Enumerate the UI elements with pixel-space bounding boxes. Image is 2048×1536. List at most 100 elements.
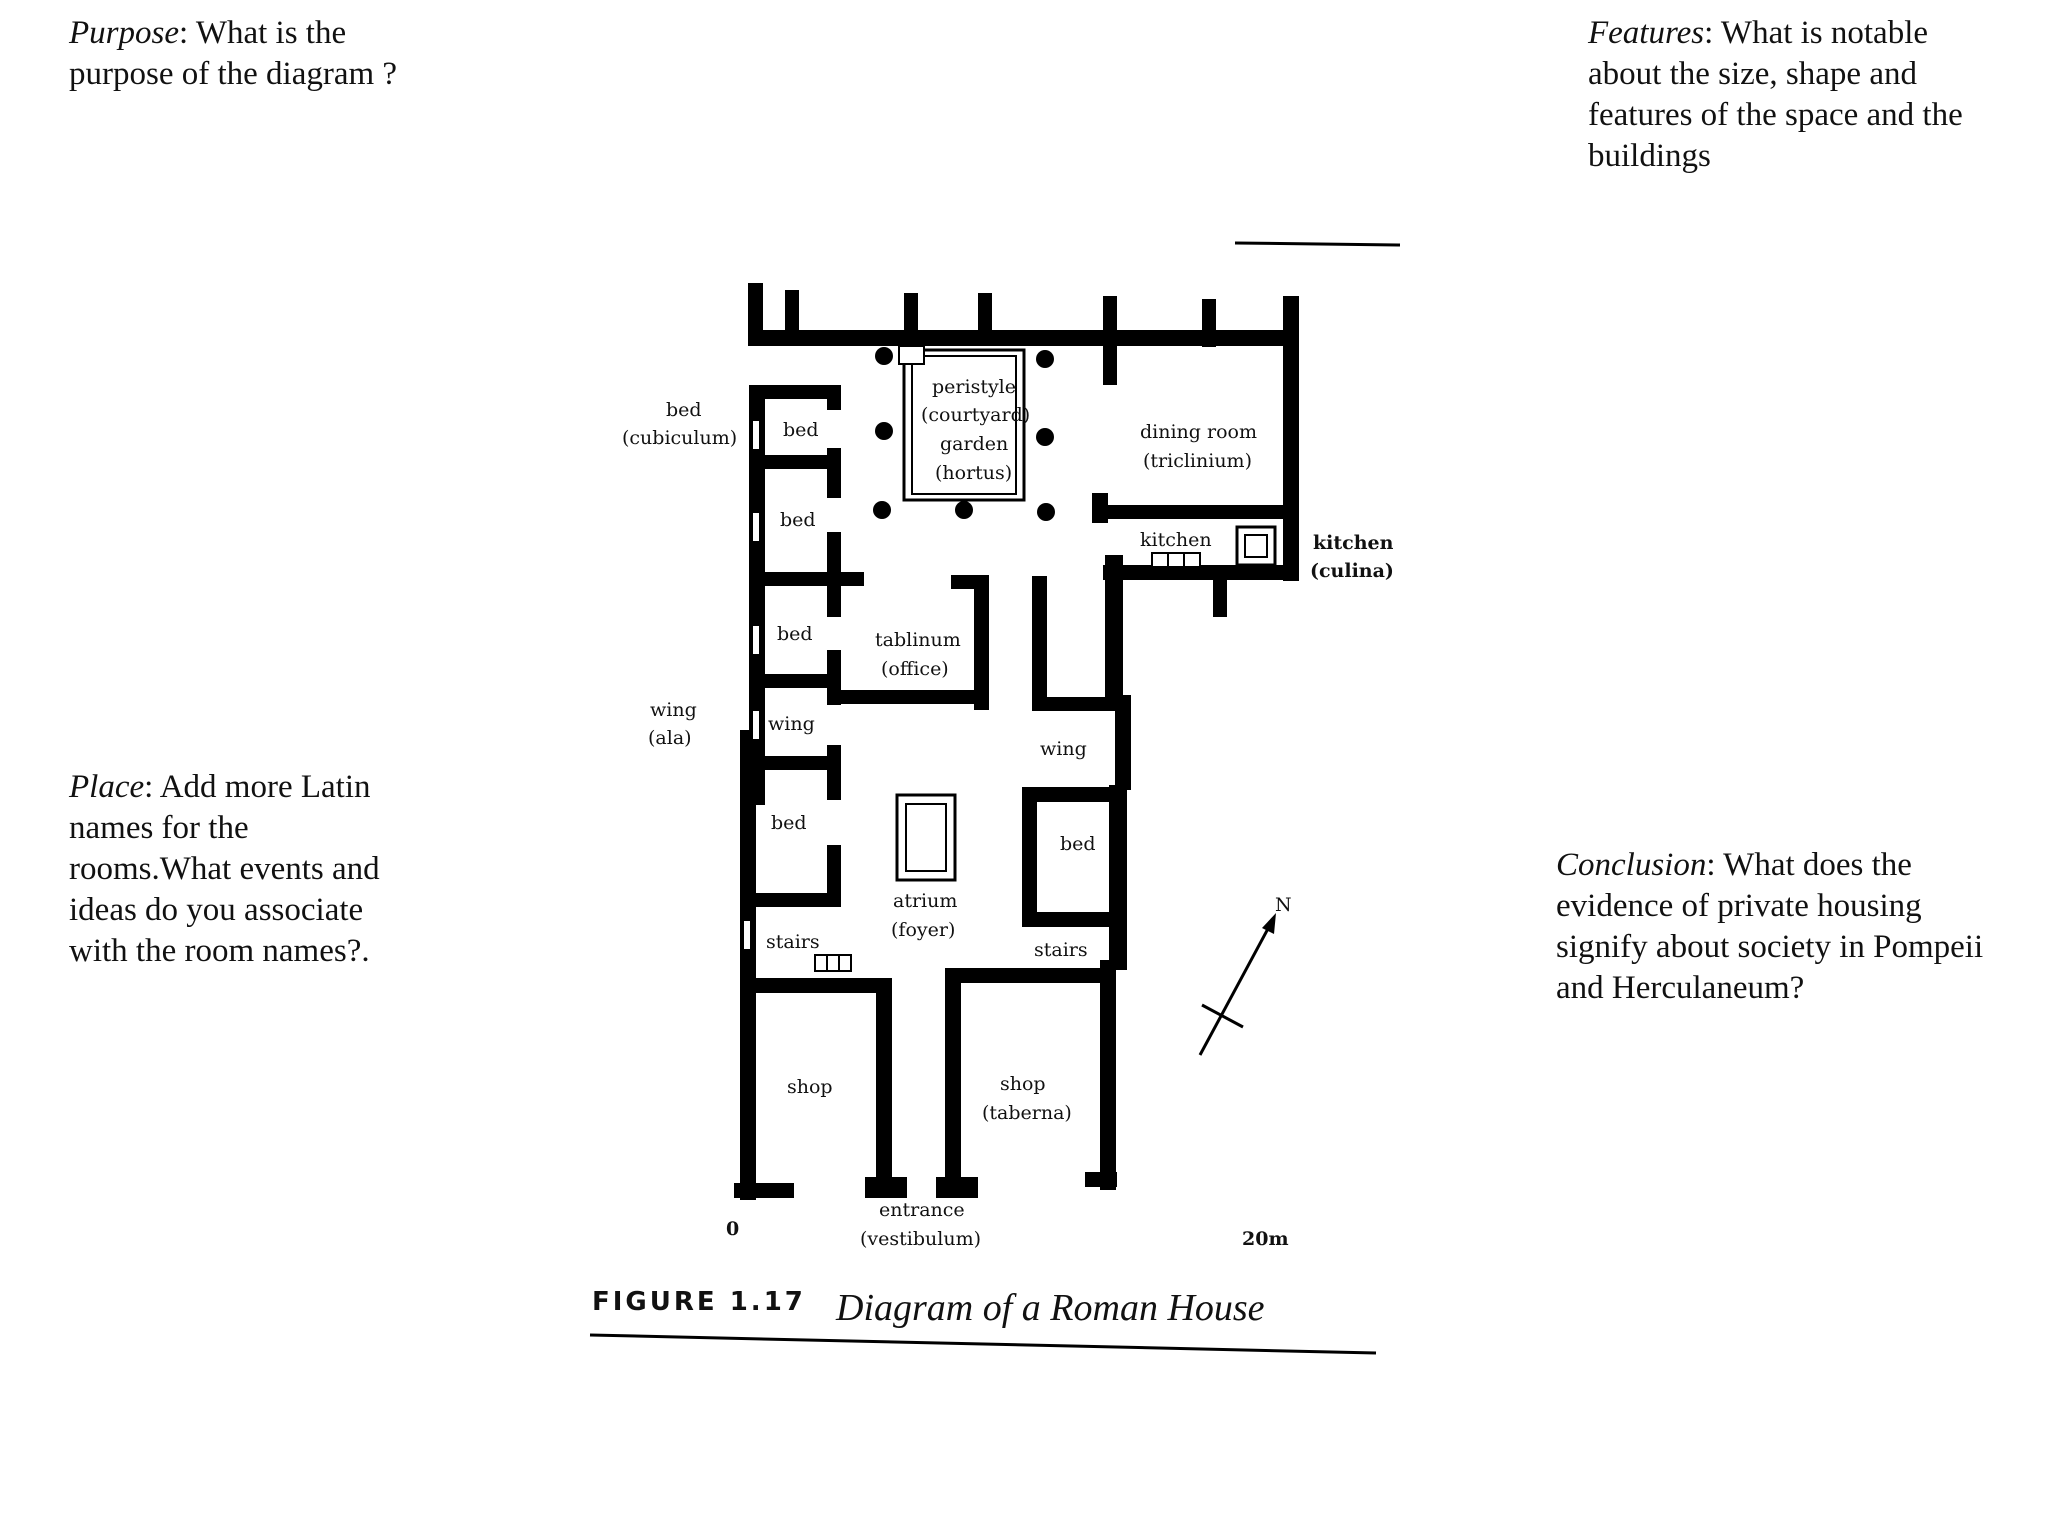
purpose-text: : What is the purpose of the diagram ?: [69, 15, 398, 92]
label-shop-right: shop: [1000, 1073, 1046, 1095]
label-taberna: (taberna): [982, 1102, 1072, 1124]
south-wall: [734, 1183, 794, 1198]
bed-wall: [749, 455, 841, 469]
bed-wall: [749, 385, 841, 399]
label-kitchen: kitchen: [1140, 529, 1212, 551]
wall-stub: [1103, 296, 1117, 346]
room-labels: bed (cubiculum) bed bed bed bed bed peri…: [622, 376, 1394, 1250]
place-key: Place: [69, 769, 145, 805]
bed-wall: [827, 448, 841, 498]
bed-right-wall: [1022, 787, 1037, 927]
label-ala: (ala): [648, 727, 692, 749]
bed-right-wall: [1022, 912, 1117, 927]
scale-start-label: 0: [726, 1218, 739, 1240]
tablinum-wall: [827, 650, 841, 705]
east-wall-upper: [1283, 296, 1299, 581]
dining-wall: [1103, 340, 1117, 385]
place-text: : Add more Latin names for the rooms.Wha…: [69, 769, 380, 969]
label-cubiculum: (cubiculum): [622, 427, 737, 449]
conclusion-text: : What does the evidence of private hous…: [1556, 847, 1984, 1006]
place-prompt: Place: Add more Latin names for the room…: [69, 767, 389, 972]
column: [1037, 503, 1055, 521]
kitchen-hearth: [1235, 525, 1277, 567]
caption-rule: [589, 1333, 1377, 1355]
kitchen-south-wall: [1103, 565, 1293, 580]
label-triclinium: (triclinium): [1143, 450, 1252, 472]
impluvium-inner: [905, 803, 947, 872]
north-wall: [748, 330, 1291, 346]
purpose-prompt: Purpose: What is the purpose of the diag…: [69, 13, 399, 95]
features-prompt: Features: What is notable about the size…: [1588, 13, 2008, 177]
label-bed-outer: bed: [666, 399, 702, 421]
north-arrow-icon: [1198, 913, 1276, 1056]
east-wall-lower: [1109, 785, 1127, 970]
column: [955, 501, 973, 519]
label-kitchen-outer: kitchen: [1313, 532, 1394, 554]
west-wall-lower: [740, 730, 756, 1200]
label-foyer: (foyer): [891, 919, 955, 941]
window-mark: [751, 419, 761, 451]
wing-right-wall: [1032, 576, 1047, 711]
dining-south-wall: [1092, 505, 1292, 519]
north-arrow-shaft: [1198, 924, 1272, 1056]
column: [875, 422, 893, 440]
garden-gate: [898, 345, 925, 365]
west-wall-upper: [749, 385, 765, 805]
bed-wall: [827, 745, 841, 800]
figure-number: FIGURE 1.17: [592, 1287, 806, 1317]
wing-right-wall: [1032, 697, 1122, 711]
east-wall-mid: [1105, 555, 1123, 705]
shop-right-north-wall: [945, 968, 1110, 983]
tablinum-wall: [829, 690, 987, 704]
label-culina: (culina): [1310, 560, 1394, 582]
wall-stub: [748, 283, 763, 345]
tablinum-wall: [974, 575, 989, 710]
impluvium-outer: [895, 793, 957, 882]
east-wall-bottom: [1100, 960, 1116, 1190]
wall-stub: [785, 290, 799, 345]
stairs-symbol: [814, 954, 852, 972]
window-mark: [751, 624, 761, 656]
label-vestibulum: (vestibulum): [860, 1228, 981, 1250]
garden-outline: [902, 348, 1026, 502]
wing-wall: [749, 674, 841, 688]
label-courtyard: (courtyard): [921, 404, 1030, 426]
bed-right-wall: [1022, 787, 1117, 802]
label-atrium: atrium: [893, 890, 957, 912]
figure-title: Diagram of a Roman House: [835, 1287, 1265, 1329]
window-mark: [751, 511, 761, 543]
label-bed: bed: [771, 812, 807, 834]
bed-wall: [749, 893, 841, 907]
conclusion-prompt: Conclusion: What does the evidence of pr…: [1556, 845, 1986, 1009]
kitchen-counter: [1151, 552, 1201, 568]
east-wall-mid: [1115, 695, 1131, 790]
features-text: : What is notable about the size, shape …: [1588, 15, 1963, 174]
label-peristyle: peristyle: [932, 376, 1016, 398]
label-office: (office): [881, 658, 949, 680]
north-label: N: [1275, 894, 1292, 916]
kitchen-wall-stub: [1213, 565, 1227, 617]
bed-wall: [827, 845, 841, 905]
bed-wall: [749, 572, 864, 586]
garden-inner-outline: [911, 355, 1017, 495]
label-wing-outer: wing: [650, 699, 697, 721]
bed-wall: [827, 385, 841, 410]
label-bed: bed: [780, 509, 816, 531]
bed-wall: [749, 756, 841, 770]
column: [875, 347, 893, 365]
window-mark: [751, 709, 761, 741]
conclusion-key: Conclusion: [1556, 847, 1707, 883]
kitchen-hearth-inner: [1244, 534, 1268, 558]
label-stairs-right: stairs: [1034, 939, 1088, 961]
north-arrow-crossbar: [1201, 1003, 1244, 1029]
label-hortus: (hortus): [935, 462, 1012, 484]
shop-left-east-wall: [876, 978, 892, 1188]
walls: [734, 283, 1299, 1200]
label-wing-left: wing: [768, 713, 815, 735]
purpose-key: Purpose: [69, 15, 179, 51]
label-wing-right: wing: [1040, 738, 1087, 760]
label-entrance: entrance: [879, 1199, 965, 1221]
shop-right-west-wall: [945, 968, 961, 1190]
wall-stub: [978, 293, 992, 345]
features-key: Features: [1588, 15, 1705, 51]
